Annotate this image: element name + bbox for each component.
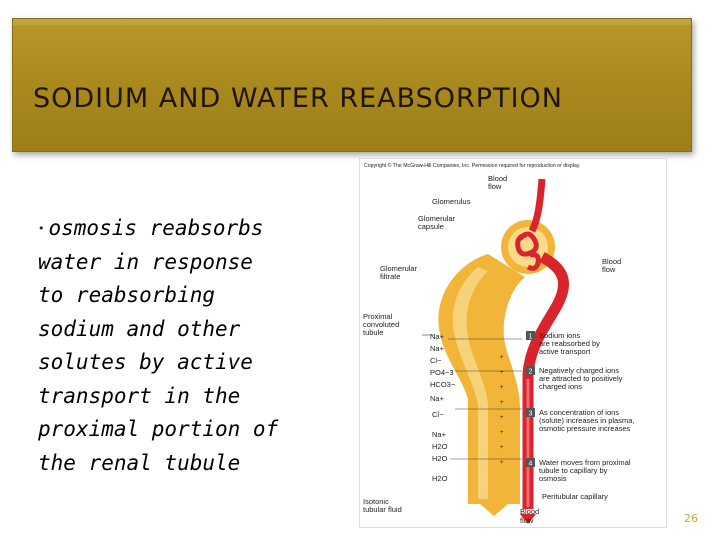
ion-label: Na+ <box>430 394 445 403</box>
svg-text:+: + <box>500 460 504 466</box>
svg-text:osmosis: osmosis <box>539 474 567 483</box>
step-2: 2 Negatively charged ions are attracted … <box>526 366 623 391</box>
label-blood-flow-bottom: Blood <box>520 507 539 516</box>
bullet-line: •osmosis reabsorbs <box>38 212 338 246</box>
ion-label: Cl− <box>430 356 442 365</box>
ion-label: Na+ <box>430 332 445 341</box>
bullet-line: proximal portion of <box>38 413 338 447</box>
svg-text:+: + <box>500 400 504 406</box>
ion-label: PO4−3 <box>430 368 454 377</box>
bullet-line: transport in the <box>38 380 338 414</box>
copyright-text: Copyright © The McGraw-Hill Companies, I… <box>364 162 580 169</box>
svg-text:flow: flow <box>602 265 616 274</box>
step-4: 4 Water moves from proximal tubule to ca… <box>526 458 631 483</box>
ion-label: H2O <box>432 442 448 451</box>
ion-label: Cl− <box>432 410 444 419</box>
svg-text:charged ions: charged ions <box>539 382 582 391</box>
svg-text:capsule: capsule <box>418 222 444 231</box>
bullet-line: water in response <box>38 246 338 280</box>
page-number: 26 <box>684 512 698 525</box>
svg-text:+: + <box>500 355 504 361</box>
svg-text:flow: flow <box>488 182 502 191</box>
ion-label: Na+ <box>430 344 445 353</box>
renal-tubule <box>438 254 525 504</box>
bullet-line: sodium and other <box>38 313 338 347</box>
tubule-flow-arrow <box>480 504 508 516</box>
svg-text:2: 2 <box>529 369 533 376</box>
nephron-svg: Copyright © The McGraw-Hill Companies, I… <box>360 159 666 527</box>
bullet-dot-icon: • <box>38 222 45 235</box>
slide-title: SODIUM AND WATER REABSORPTION <box>33 83 563 114</box>
bullet-line: to reabsorbing <box>38 279 338 313</box>
label-peritubular-capillary: Peritubular capillary <box>542 492 608 501</box>
bullet-line: the renal tubule <box>38 447 338 481</box>
svg-text:+: + <box>500 445 504 451</box>
svg-text:+: + <box>500 415 504 421</box>
svg-text:active transport: active transport <box>539 347 591 356</box>
step-3: 3 As concentration of ions (solute) incr… <box>526 408 634 433</box>
title-band: SODIUM AND WATER REABSORPTION <box>12 18 692 152</box>
nephron-diagram: Copyright © The McGraw-Hill Companies, I… <box>359 158 667 528</box>
label-glomerulus: Glomerulus <box>432 197 471 206</box>
svg-text:filtrate: filtrate <box>380 272 400 281</box>
svg-text:tubular fluid: tubular fluid <box>363 505 402 514</box>
ion-label: H2O <box>432 474 448 483</box>
svg-text:3: 3 <box>529 411 533 418</box>
svg-text:+: + <box>500 385 504 391</box>
svg-text:osmotic pressure increases: osmotic pressure increases <box>539 424 631 433</box>
ion-label: Na+ <box>432 430 447 439</box>
svg-text:1: 1 <box>529 334 533 341</box>
bullet-text: •osmosis reabsorbs water in response to … <box>38 212 338 480</box>
ion-label: H2O <box>432 454 448 463</box>
bullet-line: solutes by active <box>38 346 338 380</box>
svg-text:tubule: tubule <box>363 328 383 337</box>
svg-text:flow: flow <box>520 516 534 525</box>
svg-text:+: + <box>500 430 504 436</box>
ion-label: HCO3− <box>430 380 456 389</box>
svg-text:4: 4 <box>529 461 533 468</box>
